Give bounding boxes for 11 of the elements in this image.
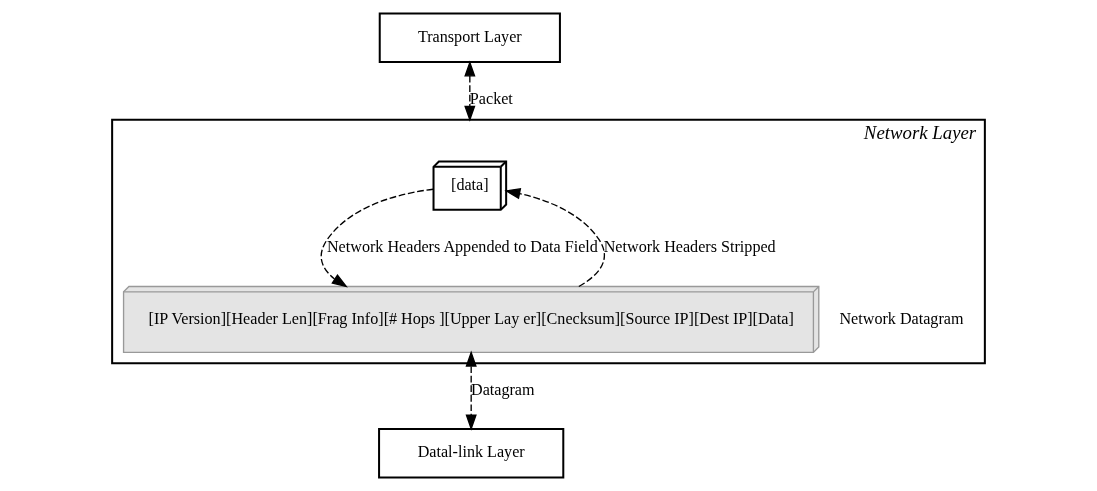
edge-label: Packet xyxy=(469,90,513,108)
node-box: Transport Layer xyxy=(378,12,561,63)
arrow xyxy=(504,188,605,288)
arrow xyxy=(465,350,477,431)
edge-label: Datagram xyxy=(470,380,535,398)
edge-label: Network Headers Stripped xyxy=(603,238,776,256)
arrow xyxy=(320,188,434,288)
edge-label: Network Headers Appended to Data Field xyxy=(326,238,598,256)
node-label: Network Datagram xyxy=(839,309,964,327)
node-box: Datal-link Layer xyxy=(378,428,565,479)
arrow xyxy=(464,60,476,122)
